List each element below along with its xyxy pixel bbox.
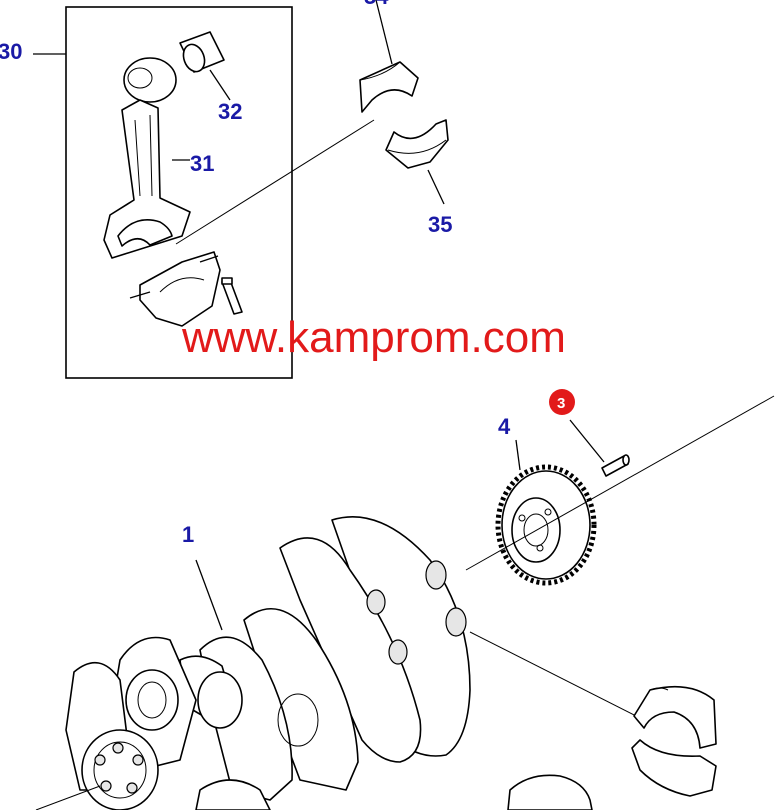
- dowel-pin: [601, 454, 630, 477]
- main-bearing-shells: [507, 685, 717, 810]
- connecting-rod-cap: [129, 251, 243, 327]
- callout-34: 34: [364, 0, 389, 9]
- bearing-shell-35: [385, 119, 449, 169]
- callout-31: 31: [190, 151, 214, 176]
- connecting-rod-group-frame: [65, 6, 293, 379]
- watermark-text: www.kamprom.com: [181, 313, 566, 362]
- leader-34: [375, 0, 393, 65]
- gear-axis-line: [465, 395, 775, 571]
- leader-4: [515, 439, 521, 471]
- callout-1: 1: [182, 522, 194, 547]
- crankshaft: [65, 516, 471, 810]
- leader-3: [569, 419, 605, 463]
- piston-pin-bushing: [179, 31, 225, 73]
- leader-35: [427, 169, 445, 205]
- assembly-axis-line: [175, 119, 375, 245]
- callout-3: 3: [557, 395, 565, 412]
- callout-32: 32: [218, 99, 242, 124]
- leader-1: [195, 559, 223, 631]
- bearing-shell-34: [359, 61, 419, 113]
- callout-35: 35: [428, 212, 452, 237]
- callout-30: 30: [0, 39, 22, 64]
- crank-axis-line: [35, 785, 101, 810]
- main-bearing-leader: [469, 631, 641, 719]
- leader-32: [209, 69, 231, 101]
- connecting-rod: [103, 57, 191, 259]
- callout-3-badge: [549, 389, 575, 415]
- callout-4: 4: [498, 414, 511, 439]
